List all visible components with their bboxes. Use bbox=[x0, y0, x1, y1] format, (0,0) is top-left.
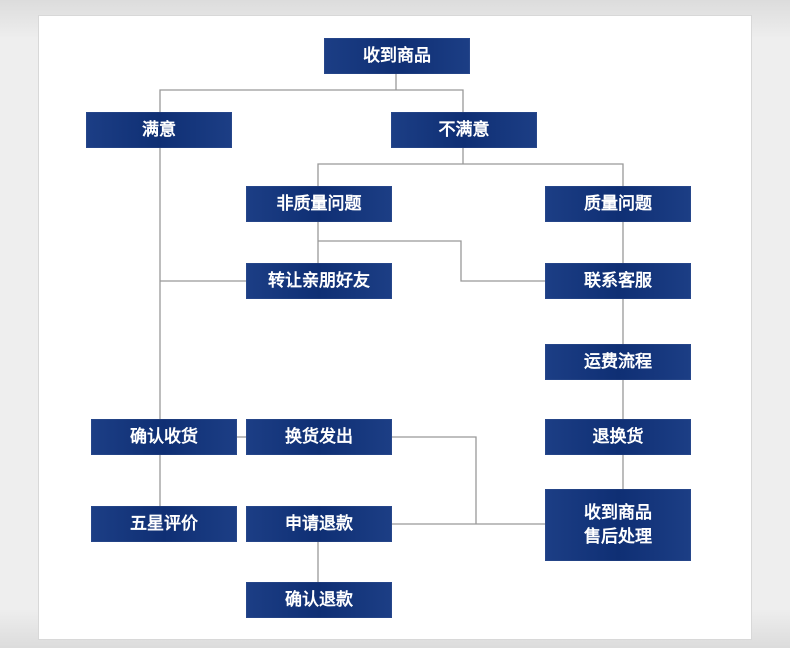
node-satisfied: 满意 bbox=[86, 112, 232, 148]
node-contact-service: 联系客服 bbox=[545, 263, 691, 299]
node-unsatisfied: 不满意 bbox=[391, 112, 537, 148]
connector bbox=[159, 89, 464, 112]
connector bbox=[392, 436, 477, 524]
node-return-goods: 退换货 bbox=[545, 419, 691, 455]
connector bbox=[318, 240, 545, 282]
node-receive-goods: 收到商品 bbox=[324, 38, 470, 74]
node-confirm-refund: 确认退款 bbox=[246, 582, 392, 618]
connector bbox=[317, 163, 624, 186]
node-quality-issue: 质量问题 bbox=[545, 186, 691, 222]
node-transfer-to-friends: 转让亲朋好友 bbox=[246, 263, 392, 299]
node-confirm-receipt: 确认收货 bbox=[91, 419, 237, 455]
node-five-star-review: 五星评价 bbox=[91, 506, 237, 542]
node-shipping-process: 运费流程 bbox=[545, 344, 691, 380]
node-receive-after-sales: 收到商品 售后处理 bbox=[545, 489, 691, 561]
node-non-quality-issue: 非质量问题 bbox=[246, 186, 392, 222]
node-apply-refund: 申请退款 bbox=[246, 506, 392, 542]
node-exchange-ship: 换货发出 bbox=[246, 419, 392, 455]
